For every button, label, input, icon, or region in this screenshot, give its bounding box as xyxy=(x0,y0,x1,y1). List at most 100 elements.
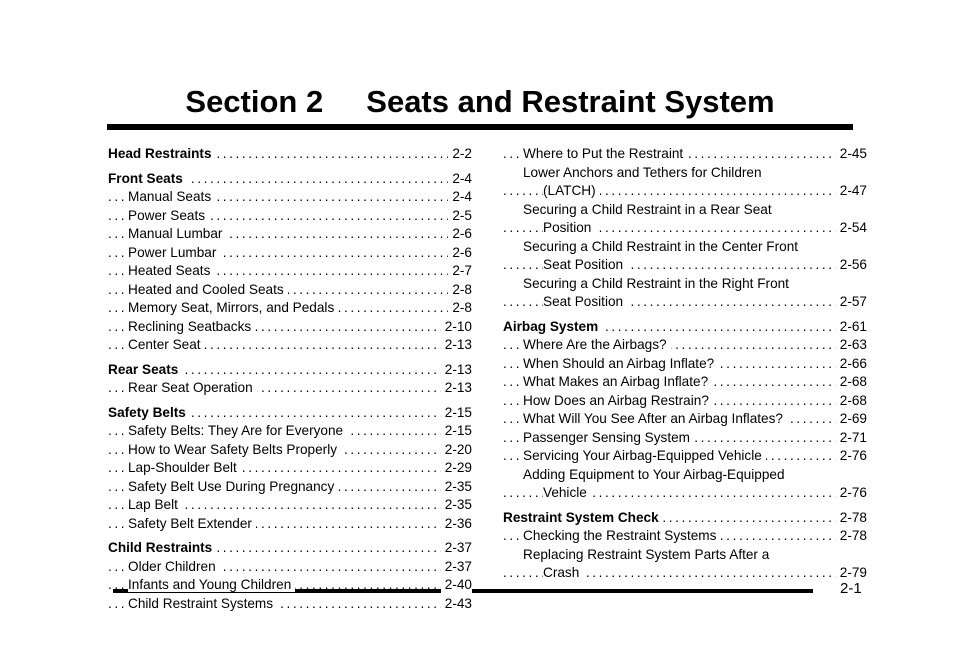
toc-entry-title: (LATCH) xyxy=(543,183,600,198)
toc-entry-page: 2-45 xyxy=(835,145,867,164)
toc-entry-title: Where Are the Airbags? xyxy=(523,337,671,352)
toc-section-heading[interactable]: ........................................… xyxy=(503,317,867,336)
toc-entry-page: 2-4 xyxy=(448,188,472,207)
toc-entry-page: 2-20 xyxy=(440,440,472,459)
toc-entry[interactable]: ........................................… xyxy=(108,299,472,318)
toc-entry[interactable]: ........................................… xyxy=(108,422,472,441)
toc-entry-page: 2-47 xyxy=(835,182,867,201)
toc-entry-page: 2-10 xyxy=(440,317,472,336)
toc-entry[interactable]: ........................................… xyxy=(108,243,472,262)
toc-entry-page: 2-7 xyxy=(448,262,472,281)
toc-entry[interactable]: ........................................… xyxy=(108,280,472,299)
toc-entry-page: 2-2 xyxy=(448,145,472,164)
toc-entry[interactable]: ........................................… xyxy=(503,373,867,392)
toc-entry-page: 2-35 xyxy=(440,477,472,496)
toc-entry[interactable]: ........................................… xyxy=(108,459,472,478)
toc-entry[interactable]: Replacing Restraint System Parts After a xyxy=(503,546,867,565)
toc-entry-title: Center Seat xyxy=(128,337,205,352)
toc-entry[interactable]: ........................................… xyxy=(503,527,867,546)
toc-entry-title: Securing a Child Restraint in the Right … xyxy=(523,275,793,291)
toc-entry[interactable]: ........................................… xyxy=(503,336,867,355)
toc-entry-page: 2-6 xyxy=(448,243,472,262)
toc-section-heading[interactable]: ........................................… xyxy=(108,169,472,188)
toc-entry-page: 2-79 xyxy=(835,564,867,583)
toc-entry[interactable]: Securing a Child Restraint in the Right … xyxy=(503,275,867,294)
toc-entry[interactable]: ........................................… xyxy=(108,262,472,281)
toc-entry[interactable]: Adding Equipment to Your Airbag-Equipped xyxy=(503,466,867,485)
toc-entry-page: 2-37 xyxy=(440,557,472,576)
toc-entry[interactable]: ........................................… xyxy=(503,293,867,312)
toc-entry[interactable]: ........................................… xyxy=(108,440,472,459)
toc-section-heading[interactable]: ........................................… xyxy=(108,539,472,558)
toc-entry-page: 2-6 xyxy=(448,225,472,244)
toc-entry-title: Servicing Your Airbag-Equipped Vehicle xyxy=(523,448,766,463)
toc-entry[interactable]: ........................................… xyxy=(503,256,867,275)
toc-entry[interactable]: ........................................… xyxy=(503,564,867,583)
toc-entry-page: 2-69 xyxy=(835,410,867,429)
toc-entry-title: Older Children xyxy=(128,558,220,574)
toc-section-heading[interactable]: ........................................… xyxy=(503,508,867,527)
toc-entry[interactable]: ........................................… xyxy=(108,514,472,533)
toc-entry[interactable]: ........................................… xyxy=(108,496,472,515)
toc-entry[interactable]: ........................................… xyxy=(503,219,867,238)
toc-entry-title: Heated Seats xyxy=(128,263,215,278)
toc-entry-page: 2-61 xyxy=(835,317,867,336)
toc-left-column: ........................................… xyxy=(108,145,472,613)
toc-entry[interactable]: ........................................… xyxy=(108,576,472,595)
toc-entry-title: Child Restraint Systems xyxy=(128,595,278,611)
toc-entry-title: Power Seats xyxy=(128,207,210,223)
toc-entry[interactable]: ........................................… xyxy=(108,188,472,207)
toc-entry-page: 2-13 xyxy=(440,379,472,398)
toc-entry[interactable]: Lower Anchors and Tethers for Children xyxy=(503,164,867,183)
toc-section-heading[interactable]: ........................................… xyxy=(108,360,472,379)
toc-entry[interactable]: ........................................… xyxy=(503,182,867,201)
toc-entry-page: 2-15 xyxy=(440,422,472,441)
toc-entry-title: Child Restraints xyxy=(108,540,217,555)
toc-entry[interactable]: ........................................… xyxy=(108,225,472,244)
toc-entry[interactable]: ........................................… xyxy=(108,594,472,613)
toc-entry[interactable]: Securing a Child Restraint in the Center… xyxy=(503,238,867,257)
toc-entry[interactable]: ........................................… xyxy=(503,391,867,410)
toc-entry-title: How to Wear Safety Belts Properly xyxy=(128,441,342,457)
toc-entry-page: 2-15 xyxy=(440,403,472,422)
toc-entry-page: 2-43 xyxy=(440,594,472,613)
toc-entry[interactable]: ........................................… xyxy=(503,410,867,429)
toc-entry[interactable]: ........................................… xyxy=(503,354,867,373)
toc-entry-title: Manual Lumbar xyxy=(128,226,227,241)
dot-leader: ........................................… xyxy=(108,497,472,512)
toc-section-heading[interactable]: ........................................… xyxy=(108,145,472,164)
toc-entry-title: Memory Seat, Mirrors, and Pedals xyxy=(128,300,339,315)
toc-entry[interactable]: ........................................… xyxy=(108,477,472,496)
toc-entry-title: Airbag System xyxy=(503,318,603,334)
toc-entry[interactable]: ........................................… xyxy=(108,336,472,355)
toc-entry-page: 2-29 xyxy=(440,459,472,478)
toc-entry[interactable]: ........................................… xyxy=(503,145,867,164)
toc-entry[interactable]: ........................................… xyxy=(503,428,867,447)
section-title: Section 2 Seats and Restraint System xyxy=(185,84,775,119)
toc-entry[interactable]: ........................................… xyxy=(108,379,472,398)
toc-entry[interactable]: ........................................… xyxy=(108,317,472,336)
toc-entry-title: What Makes an Airbag Inflate? xyxy=(523,374,713,389)
toc-entry-page: 2-13 xyxy=(440,360,472,379)
toc-entry-page: 2-40 xyxy=(440,576,472,595)
toc-section-heading[interactable]: ........................................… xyxy=(108,403,472,422)
toc-entry-title: Vehicle xyxy=(543,485,591,500)
toc-entry[interactable]: ........................................… xyxy=(108,206,472,225)
toc-entry-title: Safety Belts: They Are for Everyone xyxy=(128,423,348,438)
toc-entry-page: 2-78 xyxy=(835,508,867,527)
toc-entry-page: 2-68 xyxy=(835,373,867,392)
toc-entry-page: 2-5 xyxy=(448,206,472,225)
toc-right-column: ........................................… xyxy=(503,145,867,583)
toc-entry-page: 2-68 xyxy=(835,391,867,410)
toc-entry-title: Restraint System Check xyxy=(503,509,663,525)
toc-entry-title: Reclining Seatbacks xyxy=(128,318,256,334)
toc-entry-title: What Will You See After an Airbag Inflat… xyxy=(523,411,787,426)
toc-entry[interactable]: ........................................… xyxy=(503,447,867,466)
toc-entry[interactable]: ........................................… xyxy=(503,484,867,503)
toc-entry-page: 2-66 xyxy=(835,354,867,373)
toc-entry-title: Checking the Restraint Systems xyxy=(523,528,721,543)
toc-entry[interactable]: ........................................… xyxy=(108,557,472,576)
toc-entry-page: 2-37 xyxy=(440,539,472,558)
toc-entry[interactable]: Securing a Child Restraint in a Rear Sea… xyxy=(503,201,867,220)
toc-entry-title: Lower Anchors and Tethers for Children xyxy=(523,164,766,180)
